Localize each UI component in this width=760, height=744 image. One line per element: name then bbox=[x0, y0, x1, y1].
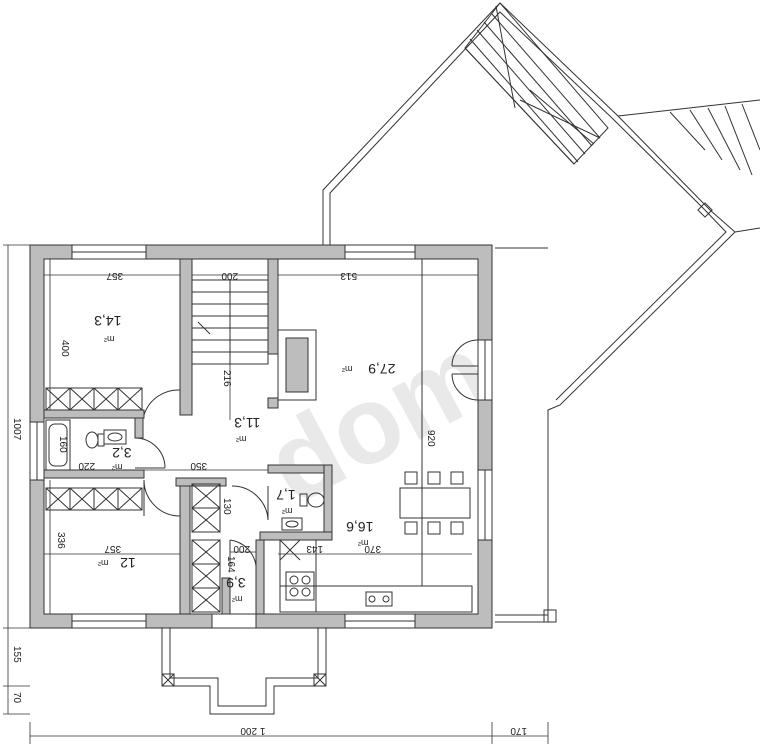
dim-total-depth: 1007 bbox=[11, 418, 22, 441]
room-area-living: 27,9 bbox=[368, 361, 395, 377]
bath-toilet bbox=[85, 431, 105, 449]
dimension-lines bbox=[3, 244, 549, 744]
dim-stair-run: 216 bbox=[221, 370, 232, 387]
dim-kitchen-width: 370 bbox=[364, 543, 381, 554]
dining-table bbox=[399, 471, 471, 535]
kitchen-counter bbox=[279, 539, 473, 613]
outer-walls bbox=[29, 244, 493, 629]
terrace-stairs bbox=[464, 2, 609, 165]
wardrobe-bottom bbox=[45, 487, 143, 511]
dim-living-depth: 920 bbox=[425, 430, 436, 447]
room-area-bedroom-top: 14,3 bbox=[94, 313, 121, 329]
interior-stair bbox=[191, 279, 269, 365]
wardrobe-entry bbox=[191, 539, 221, 613]
dimension-labels: 357 200 513 400 216 920 160 220 350 130 … bbox=[11, 270, 527, 736]
room-labels: 14,3 m² 3,2 m² 12 m² 11,3 m² 1,7 m² 3,9 … bbox=[94, 313, 395, 604]
room-unit-entry: m² bbox=[232, 594, 243, 604]
room-unit-kitchen-dining: m² bbox=[358, 538, 369, 548]
dim-bedroom-top-depth: 400 bbox=[59, 340, 70, 357]
dim-hall-length: 350 bbox=[190, 460, 207, 471]
wc-toilet bbox=[299, 492, 325, 508]
dim-living-width: 513 bbox=[340, 270, 357, 281]
room-unit-bedroom-top: m² bbox=[104, 334, 115, 344]
porch bbox=[161, 628, 327, 715]
wardrobe-top bbox=[45, 387, 143, 411]
dim-entry-depth: 164 bbox=[225, 556, 236, 573]
room-area-hall: 11,3 bbox=[234, 415, 260, 431]
dim-porch-depth: 155 bbox=[11, 646, 22, 663]
dim-stair-width: 200 bbox=[221, 270, 238, 281]
dim-bedroom-top-width: 357 bbox=[106, 270, 123, 281]
doors bbox=[134, 339, 479, 567]
dim-bedroom-bottom-width: 357 bbox=[104, 543, 121, 554]
dim-entry-width: 200 bbox=[233, 543, 250, 554]
wardrobe-hall bbox=[191, 483, 221, 533]
terrace bbox=[322, 2, 760, 623]
room-area-entry: 3,9 bbox=[226, 575, 246, 591]
room-unit-bedroom-bottom: m² bbox=[98, 558, 109, 568]
dim-bath-width: 220 bbox=[78, 460, 95, 471]
dim-step-depth: 70 bbox=[11, 692, 22, 704]
wc-sink bbox=[281, 517, 303, 531]
room-area-bathroom: 3,2 bbox=[112, 445, 132, 461]
room-area-toilet: 1,7 bbox=[276, 487, 296, 503]
dim-total-width: 1 200 bbox=[240, 725, 265, 736]
room-unit-living: m² bbox=[342, 364, 353, 374]
dim-toilet-width: 130 bbox=[221, 498, 232, 515]
dim-terrace-width: 170 bbox=[510, 725, 527, 736]
dim-bath-depth: 160 bbox=[57, 436, 68, 453]
room-unit-bathroom: m² bbox=[112, 462, 123, 472]
dim-bedroom-bottom-depth: 336 bbox=[55, 532, 66, 549]
dim-kitchen-niche: 143 bbox=[306, 543, 323, 554]
windows bbox=[29, 244, 493, 629]
room-area-kitchen-dining: 16,6 bbox=[346, 519, 373, 535]
room-unit-toilet: m² bbox=[282, 506, 293, 516]
bath-sink bbox=[103, 429, 127, 445]
terrace-steps-right bbox=[669, 103, 760, 176]
room-unit-hall: m² bbox=[236, 434, 247, 444]
interior-walls bbox=[43, 258, 333, 615]
room-area-bedroom-bottom: 12 bbox=[120, 555, 136, 571]
